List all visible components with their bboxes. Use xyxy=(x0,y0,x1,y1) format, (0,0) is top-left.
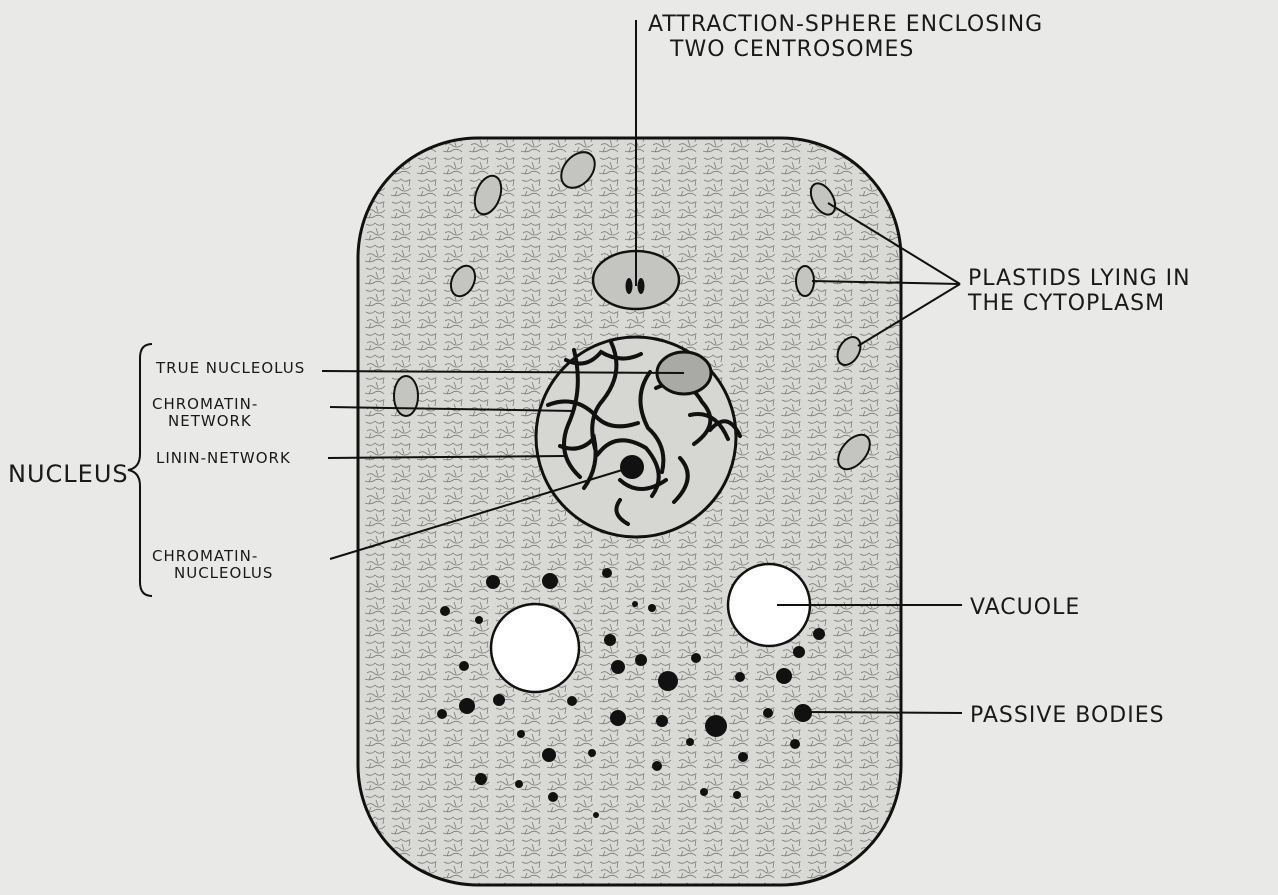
label-attraction-sphere: ATTRACTION-SPHERE ENCLOSING TWO CENTROSO… xyxy=(648,12,1043,63)
label-true-nucleolus: TRUE NUCLEOLUS xyxy=(156,360,305,377)
plastid xyxy=(796,266,814,296)
label-chromatin-nucleolus: CHROMATIN- NUCLEOLUS xyxy=(152,548,273,583)
nucleus-body xyxy=(536,337,740,537)
vacuole-lower xyxy=(491,604,579,692)
label-plastids: PLASTIDS LYING IN THE CYTOPLASM xyxy=(968,266,1191,317)
label-linin-network: LININ-NETWORK xyxy=(156,450,291,467)
label-passive-bodies: PASSIVE BODIES xyxy=(970,703,1165,728)
nucleus-bracket xyxy=(128,344,152,596)
label-vacuole: VACUOLE xyxy=(970,595,1080,620)
label-chromatin-network: CHROMATIN- NETWORK xyxy=(152,396,258,431)
label-nucleus: NUCLEUS xyxy=(8,461,129,489)
plastid xyxy=(394,376,418,416)
leader-passive-bodies xyxy=(803,712,962,713)
